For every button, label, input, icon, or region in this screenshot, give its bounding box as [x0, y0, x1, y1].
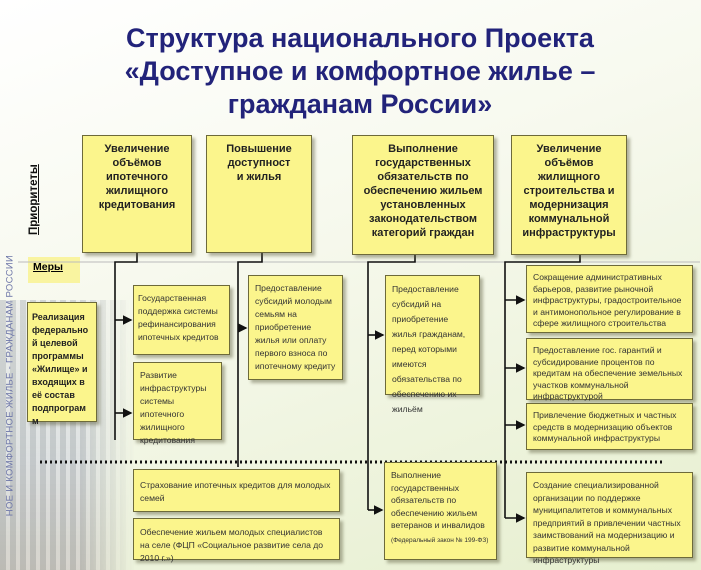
priority-box: Увеличение объёмов жилищного строительст… [511, 135, 627, 255]
priority-box: Повышение доступности жилья [206, 135, 312, 253]
slide-title: Структура национального Проекта «Доступн… [124, 23, 596, 119]
measure-box: Предоставление субсидий на приобретение … [385, 275, 480, 414]
connector-p3 [367, 255, 416, 510]
measure-box: Сокращение административных барьеров, ра… [526, 265, 693, 333]
law-note: (Федеральный закон № 199-ФЗ) [391, 536, 489, 544]
measure-box: Развитие инфраструктуры системы ипотечно… [133, 362, 222, 445]
measure-box: Предоставление субсидий молодым семьям н… [248, 275, 343, 380]
extra-measure-box: Создание специализированной организации … [526, 472, 693, 565]
measure-box: Предоставление гос. гарантий и субсидиро… [526, 338, 693, 401]
program-box: Реализация федеральной целевой программы… [27, 302, 97, 426]
priority-box: Выполнение государственных обязательств … [352, 135, 494, 255]
extra-measure-box: Страхование ипотечных кредитов для молод… [133, 469, 340, 512]
extra-measure-text: Выполнение государственных обязательств … [391, 470, 485, 530]
priority-box: Увеличение объёмов ипотечного жилищного … [82, 135, 192, 253]
connector-p1 [114, 253, 138, 440]
measure-box: Привлечение бюджетных и частных средств … [526, 403, 693, 450]
connector-p2 [237, 253, 263, 467]
measure-box: Государственная поддержка системы рефина… [133, 285, 230, 355]
extra-measure-box: Обеспечение жильем молодых специалистов … [133, 518, 340, 563]
measures-label: Меры [28, 257, 80, 283]
connector-p4 [504, 255, 581, 518]
extra-measure-box: Выполнение государственных обязательств … [384, 462, 497, 560]
